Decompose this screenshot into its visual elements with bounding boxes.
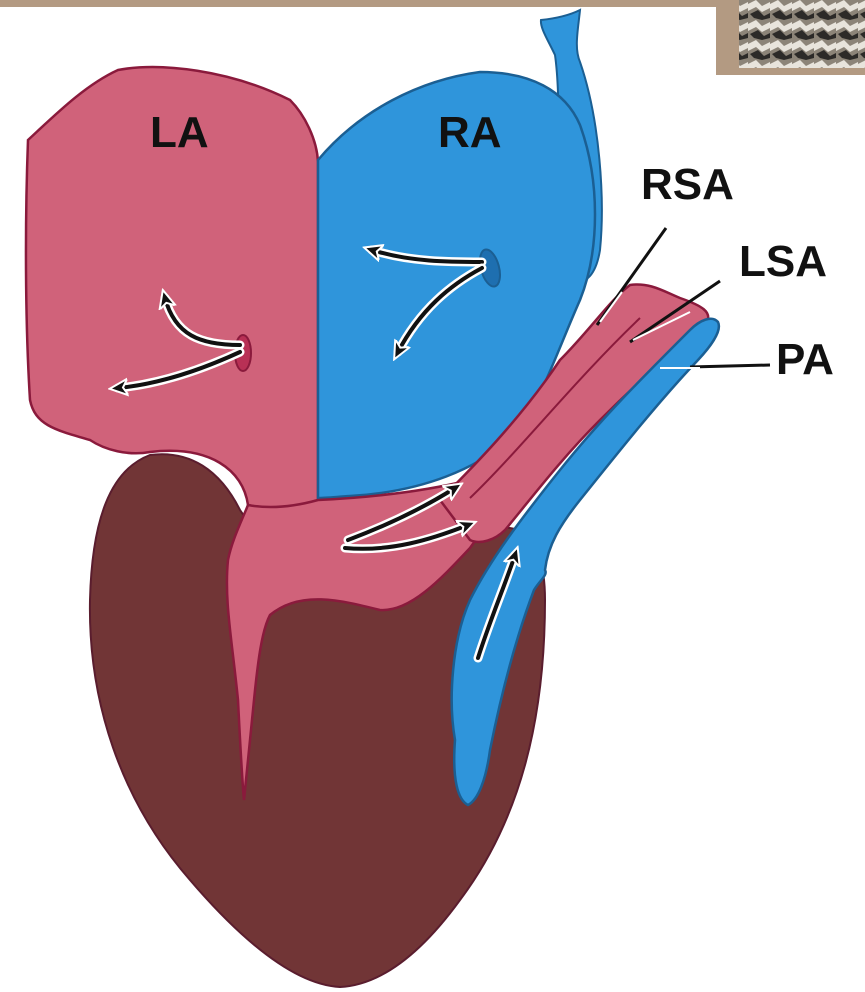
label-pa: PA	[776, 335, 834, 384]
label-la: LA	[150, 108, 209, 157]
label-rsa: RSA	[641, 160, 734, 209]
label-ra: RA	[438, 108, 502, 157]
top-bar	[0, 0, 720, 7]
pa-leader	[690, 365, 770, 367]
corner-thumbnail	[716, 0, 865, 75]
label-lsa: LSA	[739, 237, 827, 286]
